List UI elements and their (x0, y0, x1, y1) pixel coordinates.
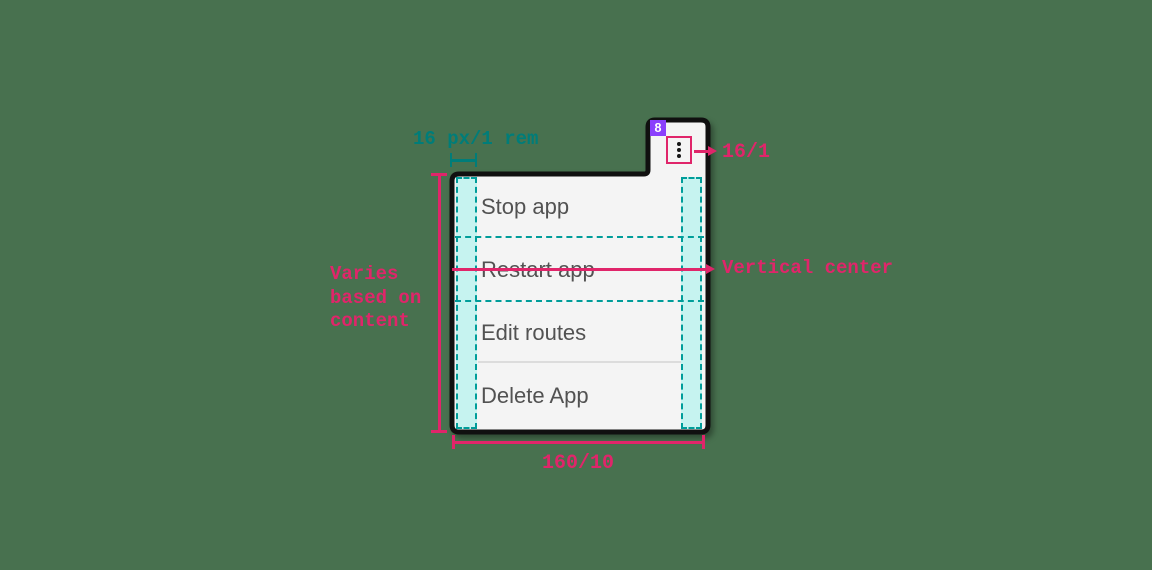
icon-size-leader-line (694, 150, 710, 153)
height-note-line-3: content (330, 310, 410, 332)
width-dimension-line (452, 441, 704, 444)
vertical-center-line (452, 268, 710, 271)
kebab-icon-dot (677, 142, 681, 146)
icon-size-arrowhead (708, 146, 717, 156)
height-note-line-2: based on (330, 286, 422, 309)
width-dimension-label: 160/10 (541, 452, 614, 475)
width-dimension-cap-left (452, 435, 455, 449)
icon-size-label: 16/1 (722, 141, 771, 164)
padding-measure-bracket (450, 153, 477, 167)
menu-flyout-shape (449, 117, 711, 435)
padding-measure-bracket-line (452, 159, 475, 162)
height-note-line-1: Varies (330, 263, 399, 285)
padding-measure-label: 16 px/1 rem (413, 128, 539, 150)
overflow-menu-button[interactable] (666, 136, 692, 164)
width-dimension-cap-right (702, 435, 705, 449)
menu-item-stop-app[interactable]: Stop app (481, 194, 570, 219)
step-badge: 8 (650, 120, 666, 136)
height-dimension-cap-top (431, 173, 447, 176)
vertical-center-arrowhead (706, 264, 715, 274)
right-padding-spacer (681, 177, 702, 429)
vertical-center-label: Vertical center (722, 257, 894, 279)
row-boundary-dashed-top (455, 236, 704, 238)
height-note-label: Varies based on content (330, 263, 421, 334)
height-dimension-line (438, 174, 441, 432)
menu-item-delete-app[interactable]: Delete App (481, 383, 589, 408)
menu-divider (478, 361, 681, 363)
left-padding-spacer (456, 177, 477, 429)
menu-item-edit-routes[interactable]: Edit routes (481, 320, 587, 345)
height-dimension-cap-bottom (431, 430, 447, 433)
kebab-icon-dot (677, 154, 681, 158)
row-boundary-dashed-bottom (455, 300, 704, 302)
kebab-icon-dot (677, 148, 681, 152)
